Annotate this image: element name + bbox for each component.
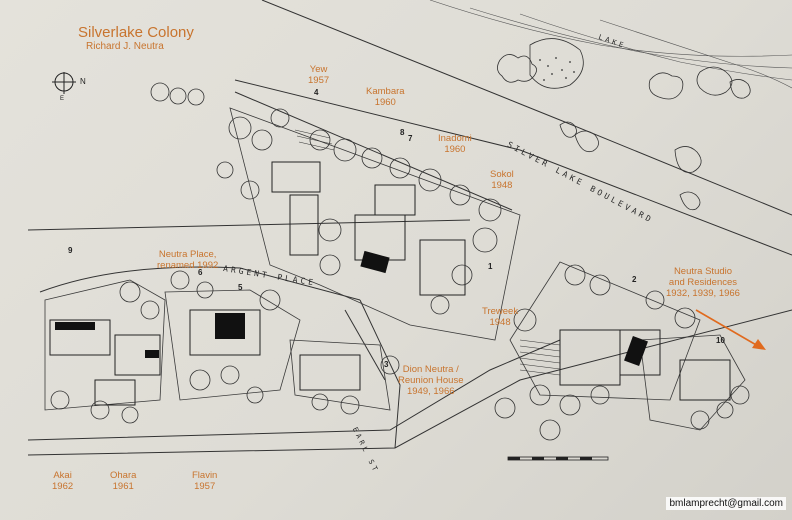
map-title: Silverlake Colony xyxy=(78,24,194,41)
compass-east-letter: E xyxy=(60,96,65,102)
lot-outlines xyxy=(44,107,746,431)
watermark-email: bmlamprecht@gmail.com xyxy=(666,497,786,510)
pools-and-dark-roofs xyxy=(55,250,648,366)
lot-number-9: 9 xyxy=(68,246,73,255)
stair-hatching xyxy=(294,129,561,376)
lot-number-6: 6 xyxy=(198,268,203,277)
lake-stipple xyxy=(539,57,575,81)
lot-number-1: 1 xyxy=(488,262,493,271)
house-label-neutra-place: Neutra Place,renamed 1992 xyxy=(157,249,219,271)
lot-number-7: 7 xyxy=(408,134,413,143)
road-edges xyxy=(27,219,792,456)
building-footprints xyxy=(49,161,731,406)
lot-number-5: 5 xyxy=(238,283,243,292)
north-arrow-icon xyxy=(52,72,76,94)
map-subtitle: Richard J. Neutra xyxy=(86,41,164,52)
lot-number-10: 10 xyxy=(716,336,725,345)
lake-trees xyxy=(497,38,751,211)
lake-area xyxy=(429,0,792,89)
lot-number-3: 3 xyxy=(384,360,389,369)
compass-north-letter: N xyxy=(80,77,86,86)
tree-canopies xyxy=(50,82,750,441)
lot-number-2: 2 xyxy=(632,275,637,284)
scale-bar xyxy=(507,456,609,461)
silver-lake-boulevard xyxy=(234,0,792,256)
lot-number-8: 8 xyxy=(400,128,405,137)
studio-arrow-icon xyxy=(695,309,766,350)
lot-number-4: 4 xyxy=(314,88,319,97)
